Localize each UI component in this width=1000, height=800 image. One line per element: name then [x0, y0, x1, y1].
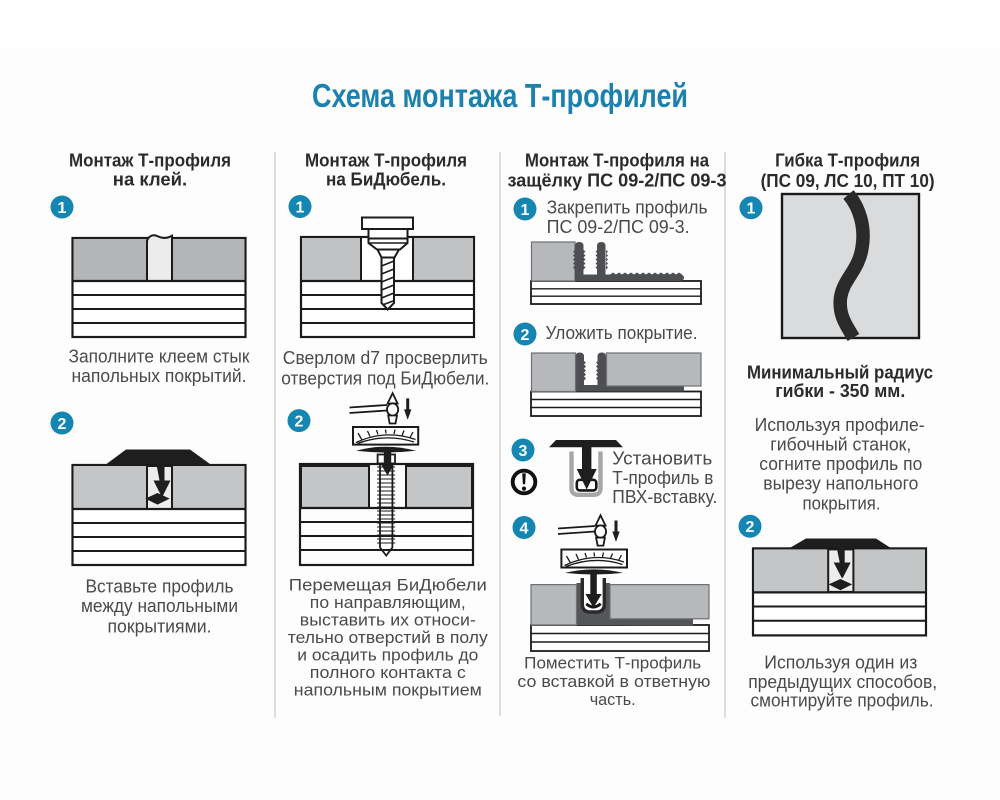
svg-text:напольных покрытий.: напольных покрытий.	[72, 365, 247, 386]
svg-text:предыдущих способов,: предыдущих способов,	[748, 671, 937, 692]
svg-text:(ПС 09, ЛС 10, ПТ 10): (ПС 09, ЛС 10, ПТ 10)	[761, 170, 935, 191]
svg-text:ПС 09-2/ПС 09-3.: ПС 09-2/ПС 09-3.	[547, 216, 690, 237]
svg-text:гибочный станок,: гибочный станок,	[770, 434, 911, 455]
svg-text:Сверлом d7 просверлить: Сверлом d7 просверлить	[283, 347, 488, 368]
svg-text:2: 2	[295, 413, 304, 430]
svg-text:Поместить Т-профиль: Поместить Т-профиль	[524, 653, 701, 672]
svg-text:Монтаж Т-профиля: Монтаж Т-профиля	[69, 150, 231, 171]
svg-text:3: 3	[519, 443, 528, 460]
svg-text:отверстия под БиДюбели.: отверстия под БиДюбели.	[281, 367, 489, 388]
svg-text:и осадить профиль до: и осадить профиль до	[297, 646, 478, 665]
svg-text:Гибка Т-профиля: Гибка Т-профиля	[775, 149, 920, 170]
svg-text:1: 1	[747, 201, 756, 218]
svg-text:Закрепить профиль: Закрепить профиль	[547, 197, 708, 218]
svg-text:1: 1	[521, 202, 530, 219]
svg-text:на БиДюбель.: на БиДюбель.	[326, 169, 446, 190]
svg-text:Схема монтажа Т-профилей: Схема монтажа Т-профилей	[312, 77, 688, 114]
svg-text:гибки - 350 мм.: гибки - 350 мм.	[775, 380, 905, 401]
svg-text:Минимальный радиус: Минимальный радиус	[747, 361, 933, 382]
svg-text:вырезу напольного: вырезу напольного	[763, 473, 918, 494]
svg-text:1: 1	[296, 199, 305, 216]
svg-text:2: 2	[58, 416, 67, 433]
svg-text:тельно отверстий в полу: тельно отверстий в полу	[288, 628, 489, 647]
svg-text:покрытиями.: покрытиями.	[108, 615, 212, 636]
svg-text:Используя профиле-: Используя профиле-	[755, 414, 925, 435]
svg-text:часть.: часть.	[590, 690, 636, 709]
svg-text:ПВХ-вставку.: ПВХ-вставку.	[612, 486, 717, 507]
svg-text:2: 2	[746, 519, 755, 536]
svg-text:Заполните клеем стык: Заполните клеем стык	[69, 346, 251, 367]
svg-text:защёлку ПС 09-2/ПС 09-3: защёлку ПС 09-2/ПС 09-3	[508, 170, 727, 191]
svg-text:1: 1	[58, 200, 67, 217]
svg-text:Уложить покрытие.: Уложить покрытие.	[546, 322, 698, 343]
svg-text:Установить: Установить	[612, 448, 712, 469]
svg-text:Перемещая БиДюбели: Перемещая БиДюбели	[289, 576, 487, 595]
svg-text:Используя один из: Используя один из	[764, 651, 917, 672]
svg-text:полного контакта с: полного контакта с	[310, 663, 467, 682]
svg-text:согните профиль по: согните профиль по	[759, 453, 922, 474]
svg-text:2: 2	[521, 327, 530, 344]
svg-text:напольным покрытием: напольным покрытием	[294, 681, 482, 700]
svg-text:4: 4	[520, 520, 529, 537]
svg-text:между напольными: между напольными	[81, 595, 238, 616]
svg-text:Т-профиль в: Т-профиль в	[612, 467, 713, 488]
svg-text:по направляющим,: по направляющим,	[310, 593, 466, 612]
svg-text:смонтируйте профиль.: смонтируйте профиль.	[751, 689, 934, 710]
svg-text:Вставьте профиль: Вставьте профиль	[86, 576, 234, 597]
svg-text:Монтаж Т-профиля на: Монтаж Т-профиля на	[525, 150, 710, 171]
svg-text:на клей.: на клей.	[113, 169, 187, 190]
svg-text:выставить их относи-: выставить их относи-	[300, 611, 476, 630]
svg-text:со вставкой в ответную: со вставкой в ответную	[517, 672, 710, 691]
svg-text:покрытия.: покрытия.	[803, 492, 881, 513]
svg-text:Монтаж Т-профиля: Монтаж Т-профиля	[305, 150, 467, 171]
